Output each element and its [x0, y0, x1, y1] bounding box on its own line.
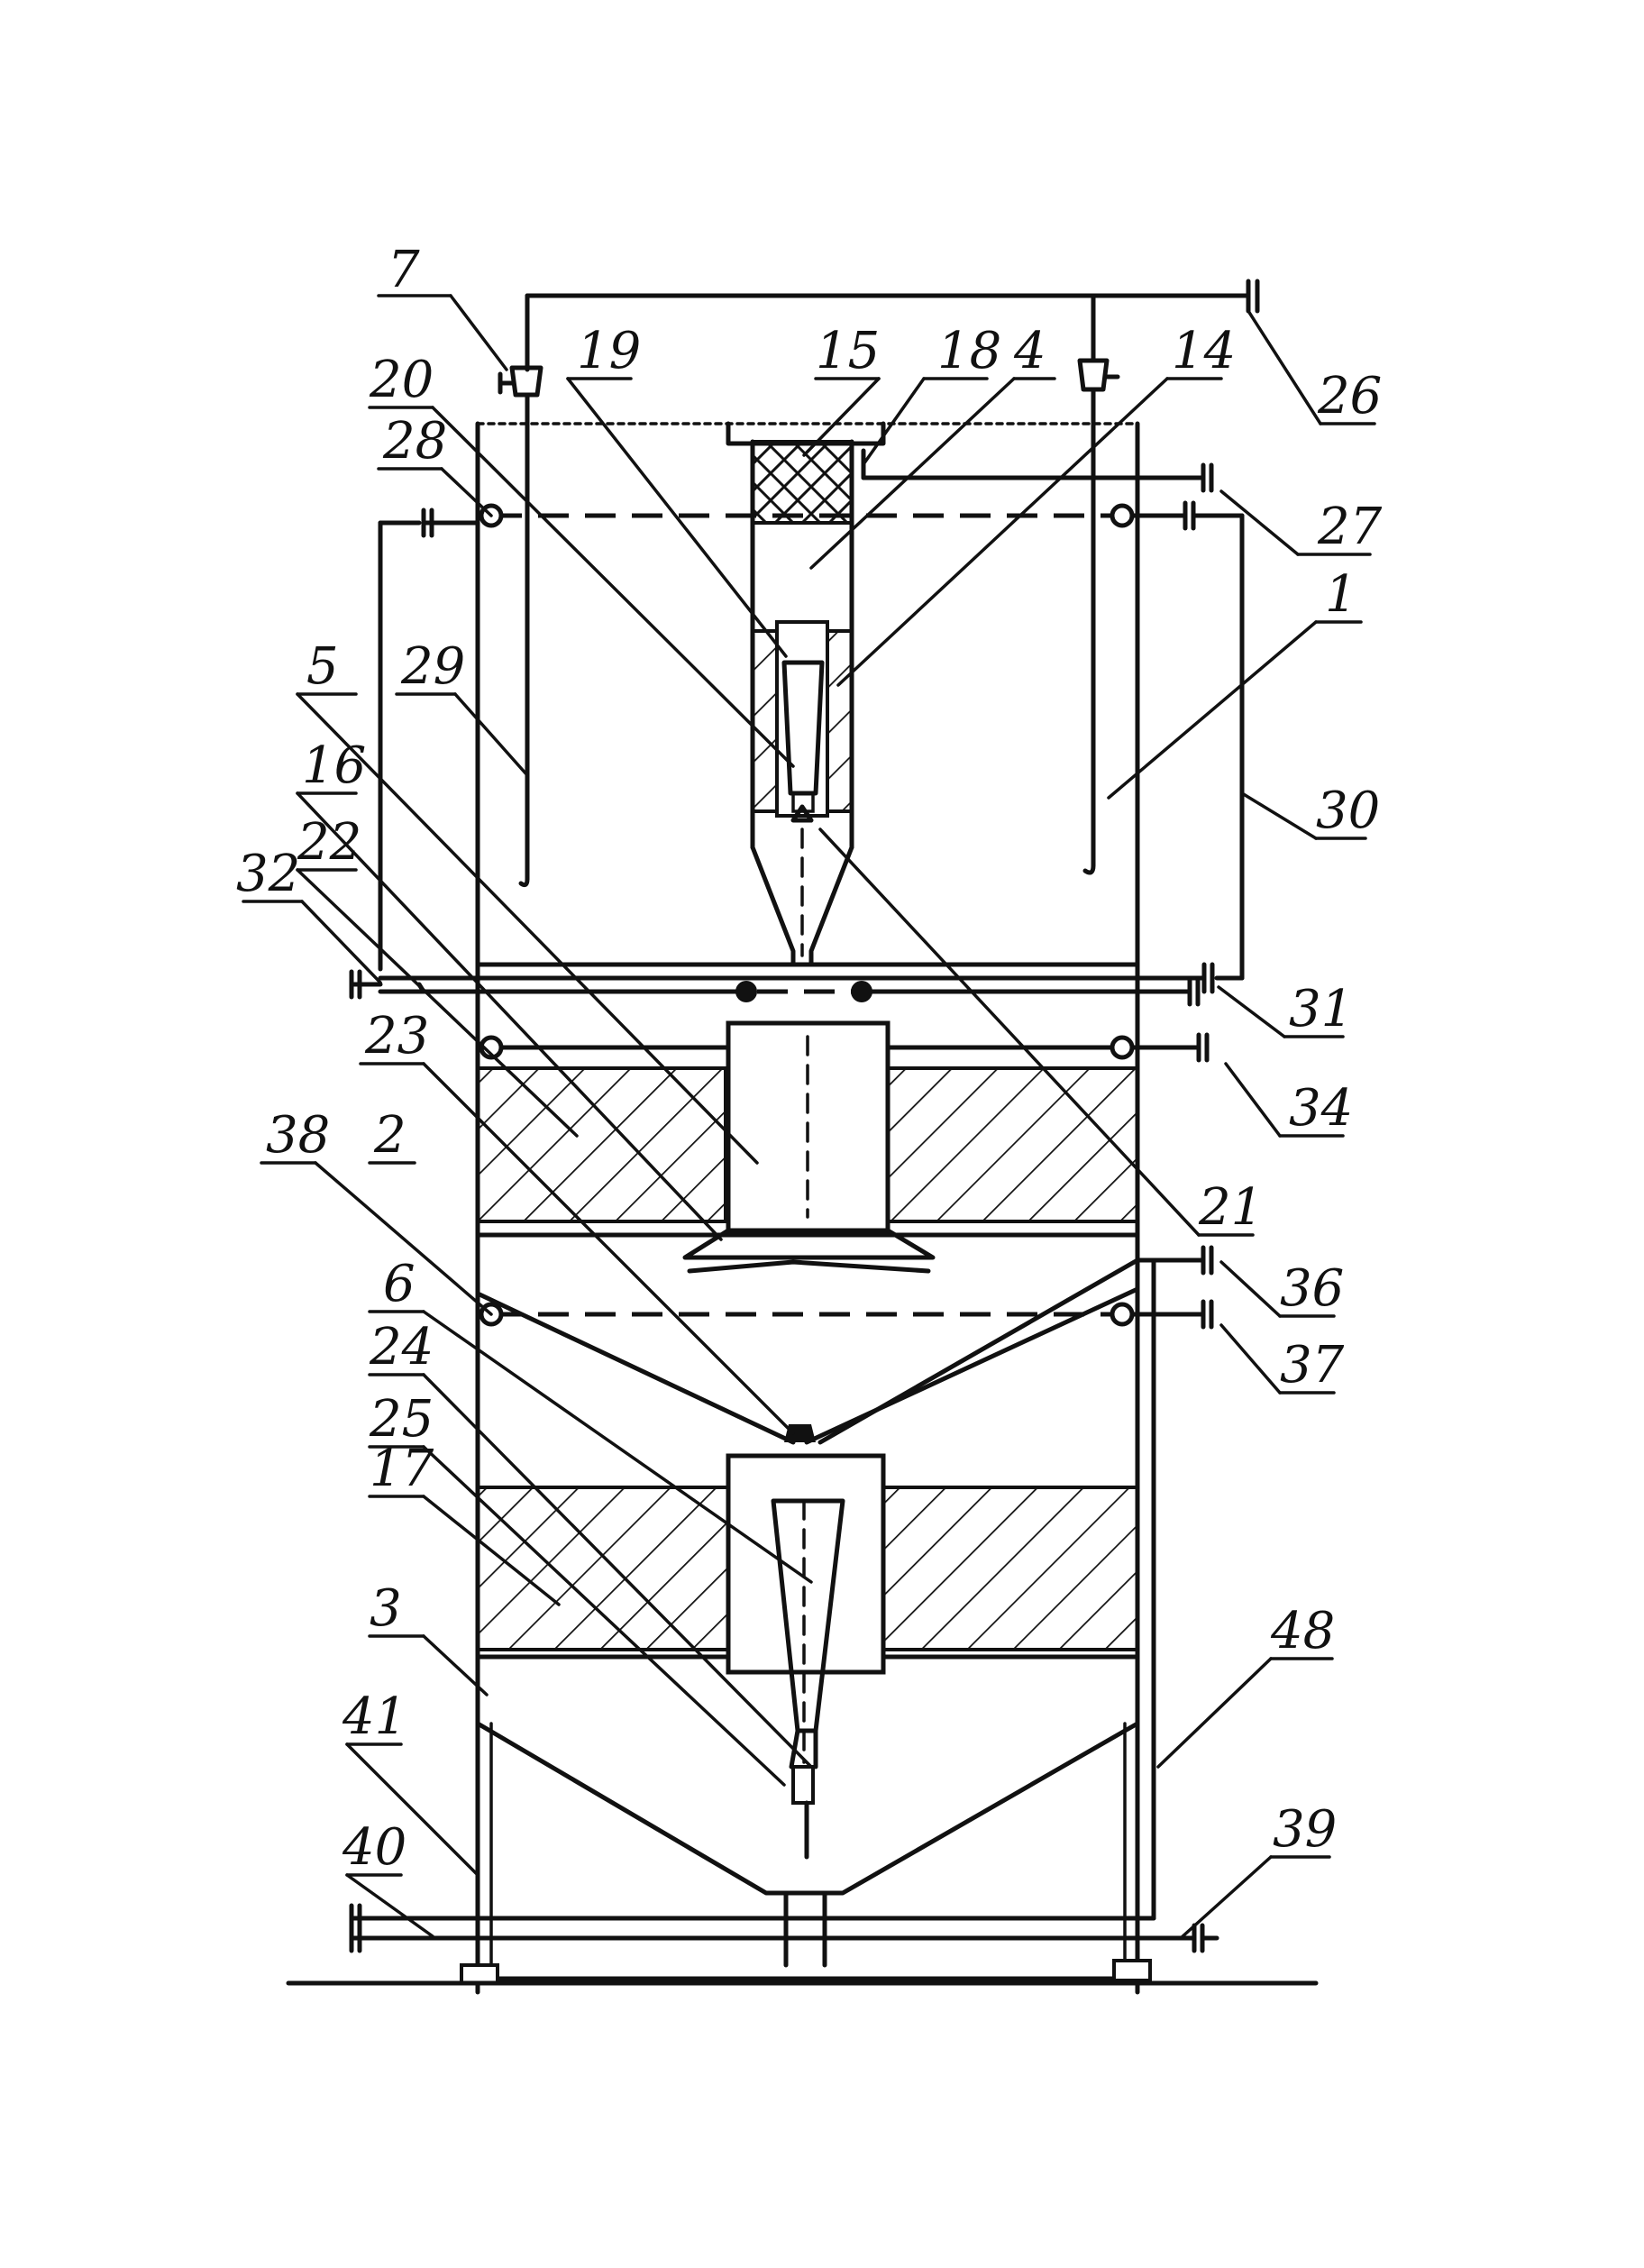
label-40: 40	[342, 1818, 406, 1877]
label-4: 4	[1013, 322, 1046, 380]
label-17: 17	[370, 1440, 434, 1498]
label-21: 21	[1198, 1178, 1263, 1237]
label-31: 31	[1289, 980, 1353, 1038]
label-28: 28	[382, 412, 447, 471]
middle-pipes	[349, 969, 1201, 1007]
label-48: 48	[1270, 1602, 1335, 1660]
label-18: 18	[937, 322, 1001, 380]
label-5: 5	[306, 637, 339, 696]
label-25: 25	[369, 1390, 434, 1449]
label-16: 16	[302, 736, 366, 795]
label-37: 37	[1280, 1336, 1345, 1395]
labels: 7 19 15 18 4 14 20 28 26 27 1 29 30 5 16…	[236, 241, 1383, 1877]
label-22: 22	[297, 813, 361, 872]
label-24: 24	[369, 1318, 434, 1376]
label-14: 14	[1172, 322, 1236, 380]
lower-section	[286, 1257, 1319, 1986]
label-6: 6	[383, 1255, 416, 1313]
label-26: 26	[1317, 367, 1382, 425]
label-3: 3	[370, 1579, 402, 1638]
reactor-column	[726, 421, 1214, 967]
upper-vessel	[378, 279, 1260, 994]
label-23: 23	[364, 1007, 429, 1065]
label-20: 20	[369, 351, 434, 409]
nozzle-left	[509, 365, 543, 398]
label-30: 30	[1316, 782, 1380, 840]
label-34: 34	[1289, 1079, 1353, 1138]
label-36: 36	[1280, 1259, 1344, 1318]
label-15: 15	[816, 322, 880, 380]
label-2: 2	[373, 1106, 406, 1165]
label-27: 27	[1317, 498, 1383, 556]
label-38: 38	[266, 1106, 330, 1165]
middle-section	[475, 1020, 1214, 1445]
label-1: 1	[1325, 565, 1357, 624]
label-39: 39	[1273, 1800, 1337, 1859]
label-41: 41	[342, 1687, 406, 1746]
label-29: 29	[400, 637, 465, 696]
label-32: 32	[236, 845, 300, 903]
leader-lines	[242, 294, 1376, 1940]
label-7: 7	[388, 241, 420, 299]
nozzle-right	[1077, 358, 1110, 392]
label-19: 19	[577, 322, 641, 380]
